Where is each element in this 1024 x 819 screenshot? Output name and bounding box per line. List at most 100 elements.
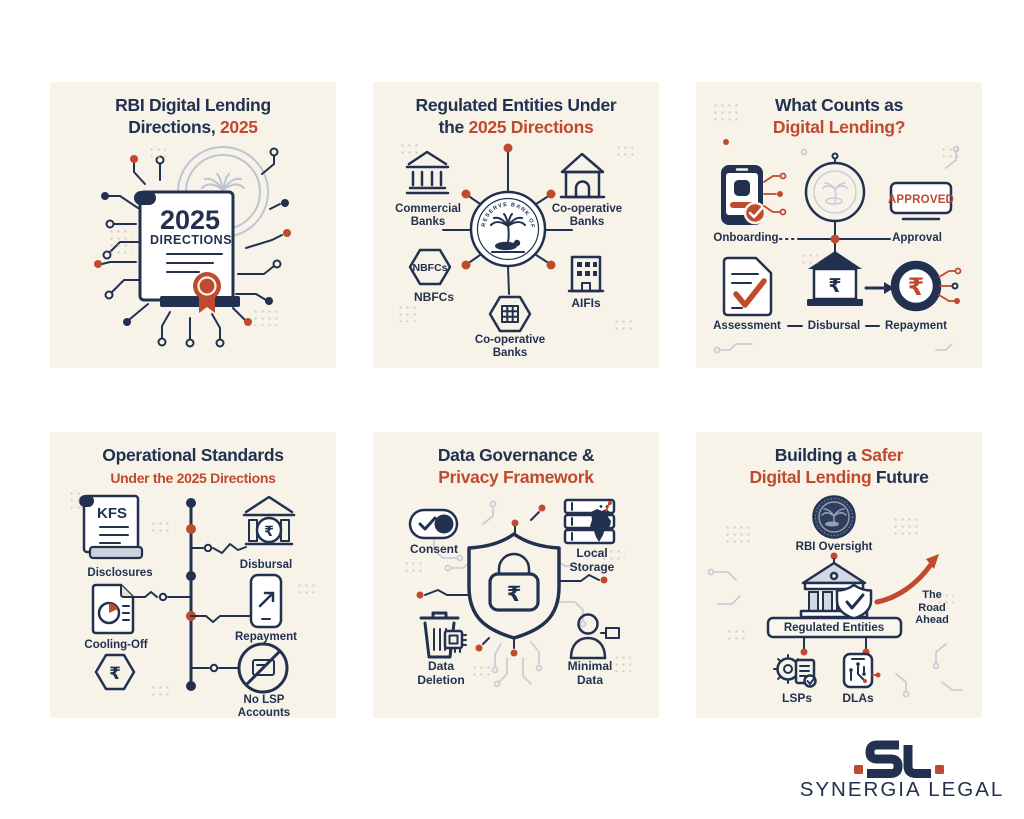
label-disbursal: Disbursal (239, 559, 293, 571)
timeline-spine (133, 498, 251, 691)
dot-grid-decoration (940, 146, 962, 160)
bank-shield-icon (799, 561, 873, 620)
rbi-coin-icon (804, 161, 866, 223)
rupee-symbol: ₹ (109, 664, 121, 683)
privacy-framework-illustration: ₹ (408, 498, 620, 688)
title-line2-accent: 2025 Directions (468, 116, 594, 137)
doc-word-text: DIRECTIONS (150, 233, 232, 247)
rupee-hexagon-icon: ₹ (94, 653, 136, 691)
title-line2-prefix: the (438, 116, 469, 137)
dot-grid-decoration (399, 142, 419, 158)
minimal-data-icon (569, 613, 620, 660)
award-ribbon-icon (193, 272, 221, 313)
label-repayment: Repayment (885, 320, 947, 332)
label-dlas: DLAs (842, 691, 874, 705)
dot-grid-decoration (471, 664, 491, 678)
title-line2-accent: 2025 (219, 116, 258, 137)
india-map-shape (590, 509, 611, 542)
repayment-phone-icon (249, 573, 283, 629)
dot-grid-decoration (712, 102, 742, 124)
shield-check-icon (835, 583, 873, 620)
connector-lines (800, 636, 870, 656)
label-local-storage: Local Storage (569, 546, 615, 574)
title-line2-prefix: Directions, (128, 116, 220, 137)
title-line1: Operational Standards (102, 445, 284, 465)
rbi-coin-icon (812, 495, 856, 539)
coop-hexagon-icon (488, 295, 532, 333)
nbfc-hex-text: NBFCs (412, 262, 447, 274)
connector-dot (830, 552, 838, 560)
chip-icon (443, 629, 467, 653)
rupee-symbol: ₹ (264, 523, 274, 539)
title-line2-accent: Privacy Framework (438, 466, 594, 487)
title-line1: Regulated Entities Under (415, 95, 617, 115)
dot-grid-decoration (68, 490, 82, 512)
doc-year-text: 2025 (160, 205, 220, 235)
panel-operational-standards: KFS ₹ (50, 432, 336, 720)
label-no-lsp-accounts: No LSP Accounts (237, 694, 291, 720)
dla-phone-icon (842, 652, 881, 689)
label-minimal-data: Minimal Data (567, 659, 613, 687)
lsp-gear-icon (773, 654, 817, 688)
kfs-scroll-icon: KFS (79, 494, 144, 560)
assessment-doc-icon (722, 256, 773, 317)
dot-grid-decoration (150, 684, 170, 698)
dot-grid-decoration (601, 548, 625, 562)
label-lsps: LSPs (781, 691, 813, 705)
flow-connectors (779, 152, 894, 327)
dot-grid-decoration (150, 520, 170, 534)
dot-grid-decoration (800, 252, 818, 264)
label-road-ahead: The Road Ahead (915, 589, 949, 627)
repayment-coin-icon: ₹ (890, 260, 962, 312)
operational-standards-illustration: KFS ₹ (79, 494, 296, 694)
logo-wordmark: SYNERGIA LEGAL (800, 778, 1005, 801)
commercial-bank-icon (405, 150, 450, 195)
disbursal-bank-icon: ₹ (807, 251, 863, 306)
dot-grid-decoration (252, 308, 278, 326)
title-line1-accent: Safer (860, 445, 904, 465)
label-disclosures: Disclosures (87, 567, 153, 579)
label-nbfcs: NBFCs (413, 290, 455, 304)
label-aifis: AIFIs (571, 296, 601, 310)
title-line2-suffix: Future (875, 466, 929, 487)
gray-circuit-decoration (433, 500, 587, 688)
data-deletion-icon (419, 611, 467, 659)
scroll-document-icon: 2025 DIRECTIONS (134, 190, 240, 313)
consent-toggle-icon (408, 508, 459, 540)
label-consent: Consent (410, 542, 458, 556)
onboarding-phone-icon (721, 165, 787, 225)
label-data-deletion: Data Deletion (417, 659, 465, 687)
label-rbi-oversight: RBI Oversight (795, 541, 873, 553)
label-cooling-off: Cooling-Off (84, 639, 148, 651)
dot-grid-decoration (397, 304, 419, 322)
label-commercial-banks: Commercial Banks (395, 203, 461, 229)
rupee-symbol: ₹ (908, 274, 925, 301)
approved-stamp-text: APPROVED (888, 194, 954, 206)
local-storage-server-icon (563, 498, 616, 545)
label-cooperative-banks-bottom: Co-operative Banks (474, 334, 546, 360)
dot-grid-decoration (403, 560, 425, 576)
hub-spokes (442, 143, 573, 295)
sl-logo-mark: SYNERGIA LEGAL (800, 740, 1005, 801)
kfs-text: KFS (97, 505, 127, 522)
title-line2-accent: Digital Lending? (772, 116, 906, 137)
cooling-off-doc-icon (91, 583, 135, 635)
title-line2-accent: Under the 2025 Directions (110, 469, 276, 486)
rupee-symbol: ₹ (507, 583, 522, 606)
title-line1: RBI Digital Lending (115, 95, 271, 115)
approved-stamp-icon: APPROVED (888, 181, 954, 221)
label-cooperative-banks-top: Co-operative Banks (551, 203, 623, 229)
dot-grid-decoration (296, 582, 318, 598)
privacy-shield-icon: ₹ (467, 532, 561, 640)
label-regulated-entities: Regulated Entities (783, 622, 885, 634)
dot-grid-decoration (726, 628, 746, 642)
gray-circuit-decoration (707, 568, 963, 698)
label-onboarding: Onboarding (713, 232, 779, 244)
arrow-right-icon (884, 282, 894, 294)
